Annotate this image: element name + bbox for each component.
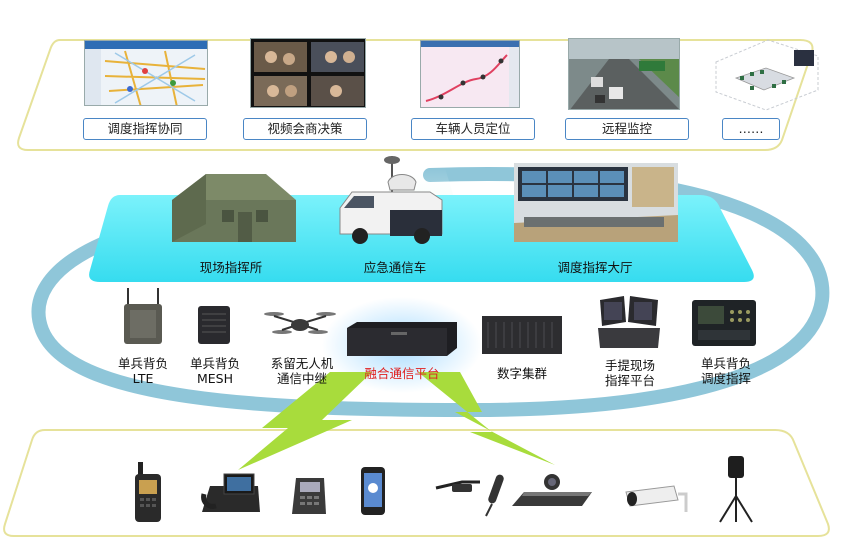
trunking-server-icon — [480, 314, 564, 356]
command-site-label-vehicle: 应急通信车 — [363, 260, 427, 275]
equipment-label-line1: 手提现场 — [604, 358, 655, 373]
equipment-label-dispatch-case: 单兵背负 调度指挥 — [688, 356, 764, 386]
ip-phone-icon — [288, 474, 328, 518]
equipment-label-lte: 单兵背负 LTE — [108, 356, 178, 386]
smart-glasses-icon — [434, 472, 506, 518]
control-room-icon — [514, 163, 678, 242]
app-label-remote-monitoring: 远程监控 — [565, 118, 689, 140]
equipment-label-portable-console: 手提现场 指挥平台 — [592, 358, 668, 388]
equipment-label-line1: 单兵背负 — [189, 356, 240, 371]
equipment-label-trunking: 数字集群 — [496, 366, 547, 381]
equipment-label-line2: MESH — [196, 371, 234, 386]
drone-icon — [264, 306, 336, 342]
video-wall-icon — [250, 38, 366, 108]
lightning-bolt-left — [238, 372, 372, 470]
equipment-label-drone: 系留无人机 通信中继 — [262, 356, 342, 386]
map-screenshot-icon — [84, 40, 208, 106]
command-site-label-hall: 调度指挥大厅 — [557, 260, 633, 275]
tent-icon — [166, 170, 302, 246]
app-label-more: …… — [722, 118, 780, 140]
lightning-bolt-right — [418, 372, 555, 465]
video-conference-terminal-icon — [510, 472, 594, 508]
mesh-backpack-icon — [192, 304, 236, 346]
rack-server-icon — [345, 320, 459, 358]
equipment-label-line2: LTE — [132, 371, 154, 386]
smartphone-icon — [360, 466, 386, 516]
tracking-map-icon — [420, 40, 520, 108]
equipment-label-line1: 单兵背负 — [700, 356, 751, 371]
walkie-talkie-icon — [132, 462, 164, 524]
equipment-label-line2: 指挥平台 — [604, 373, 655, 388]
dispatch-case-icon — [690, 298, 758, 348]
terminal-layer-panel — [3, 429, 830, 537]
bullet-camera-icon — [622, 482, 688, 514]
lte-backpack-icon — [120, 286, 166, 346]
app-label-dispatch-collaboration: 调度指挥协同 — [83, 118, 207, 140]
equipment-label-line2: 通信中继 — [276, 371, 327, 386]
app-label-vehicle-personnel-positioning: 车辆人员定位 — [411, 118, 535, 140]
room-3d-model-icon — [706, 34, 826, 112]
app-label-video-consultation: 视频会商决策 — [243, 118, 367, 140]
equipment-label-line1: 系留无人机 — [270, 356, 334, 371]
command-site-label-field-post: 现场指挥所 — [199, 260, 263, 275]
highway-camera-icon — [568, 38, 680, 110]
equipment-label-line1: 单兵背负 — [117, 356, 168, 371]
equipment-label-mesh: 单兵背负 MESH — [180, 356, 250, 386]
tripod-camera-icon — [716, 456, 756, 524]
communication-vehicle-icon — [330, 152, 460, 246]
equipment-label-fusion-platform: 融合通信平台 — [364, 366, 440, 381]
video-phone-icon — [200, 472, 262, 516]
portable-console-icon — [594, 296, 664, 350]
equipment-label-line2: 调度指挥 — [700, 371, 751, 386]
